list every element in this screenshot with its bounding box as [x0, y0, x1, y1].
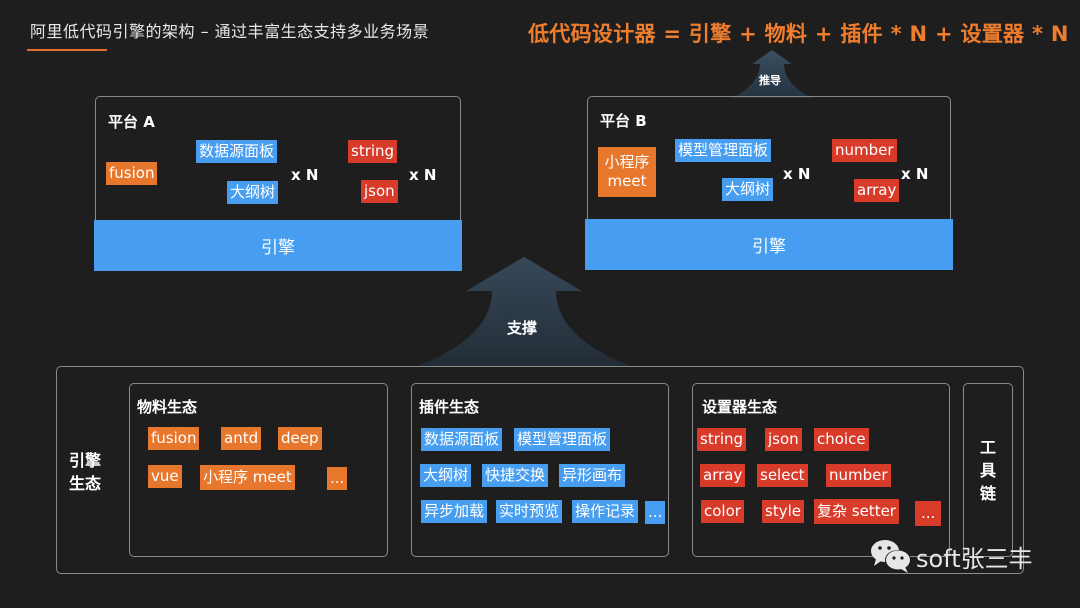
engine-ecosystem-panel [56, 366, 1024, 574]
material-tag: vue [148, 465, 182, 488]
platform-b-plugin-tag: 模型管理面板 [675, 139, 772, 162]
plugin-tag: 异形画布 [559, 464, 626, 487]
engine-ecosystem-label-line1: 引擎 [69, 451, 102, 470]
platform-b-material-line1: 小程序 [604, 152, 650, 171]
engine-ecosystem-label-line2: 生态 [69, 474, 102, 494]
material-tag: antd [221, 427, 262, 450]
plugin-tag: 数据源面板 [421, 428, 503, 451]
support-label: 支撑 [507, 319, 538, 337]
platform-a-setter-tag: string [348, 140, 398, 163]
setter-tag: choice [814, 428, 869, 451]
platform-a-setter-tag: json [361, 180, 398, 203]
derive-label: 推导 [759, 74, 781, 87]
platform-a-setters-multiplier: x N [409, 166, 437, 184]
platform-a-title: 平台 A [108, 113, 155, 131]
platform-a-plugin-tag: 大纲树 [227, 181, 279, 204]
setter-tag: string [697, 428, 747, 451]
material-tag: 小程序 meet [200, 465, 295, 490]
toolchain-char: 链 [980, 484, 997, 504]
platform-b-material-tag: 小程序 meet [598, 147, 656, 197]
platform-b-title: 平台 B [600, 112, 647, 130]
material-tag: fusion [148, 427, 200, 450]
wechat-icon [871, 540, 911, 573]
toolchain-panel [963, 383, 1013, 557]
platform-b-setter-tag: number [832, 139, 897, 162]
plugin-tag: 模型管理面板 [514, 428, 611, 451]
setter-more-tag: ... [915, 501, 942, 526]
setter-tag: number [826, 464, 891, 487]
setter-tag: select [757, 464, 808, 487]
materials-ecosystem-title: 物料生态 [137, 398, 198, 416]
setter-tag: json [765, 428, 802, 451]
plugin-tag: 异步加载 [421, 500, 488, 523]
engine-ecosystem-label: 引擎 生态 [69, 449, 101, 495]
watermark: soft张三丰 [868, 538, 1033, 574]
platform-a-plugin-tag: 数据源面板 [196, 140, 278, 163]
toolchain-label: 工 具 链 [980, 436, 996, 506]
material-tag: deep [278, 427, 322, 450]
toolchain-char: 工 [980, 438, 997, 457]
derive-arrow: 推导 [726, 50, 818, 98]
material-more-tag: ... [327, 467, 348, 490]
platform-b-engine: 引擎 [585, 219, 953, 270]
plugin-tag: 大纲树 [420, 464, 472, 487]
materials-ecosystem-panel [129, 383, 388, 557]
setter-tag: 复杂 setter [814, 499, 899, 524]
platform-a-material-tag: fusion [106, 162, 158, 185]
page-title: 阿里低代码引擎的架构 – 通过丰富生态支持多业务场景 [30, 22, 430, 41]
platform-b-setter-tag: array [854, 179, 900, 202]
watermark-text: soft张三丰 [916, 544, 1033, 573]
platform-a-plugins-multiplier: x N [291, 166, 319, 184]
formula-heading: 低代码设计器 = 引擎 + 物料 + 插件 * N + 设置器 * N [528, 22, 1069, 46]
plugin-more-tag: ... [645, 501, 666, 524]
platform-b-plugins-multiplier: x N [783, 165, 811, 183]
plugins-ecosystem-panel [411, 383, 669, 557]
setter-tag: array [700, 464, 746, 487]
setters-ecosystem-title: 设置器生态 [702, 398, 778, 416]
setters-ecosystem-panel [692, 383, 950, 557]
setter-tag: style [762, 500, 804, 523]
platform-b-setters-multiplier: x N [901, 165, 929, 183]
plugin-tag: 操作记录 [572, 500, 639, 523]
plugin-tag: 快捷交换 [482, 464, 549, 487]
platform-b-plugin-tag: 大纲树 [722, 178, 774, 201]
platform-b-material-line2: meet [607, 172, 647, 190]
support-arrow: 支撑 [416, 257, 632, 367]
platform-a-engine: 引擎 [94, 220, 462, 271]
title-underline [27, 49, 107, 51]
plugins-ecosystem-title: 插件生态 [419, 398, 480, 416]
setter-tag: color [701, 500, 744, 523]
toolchain-char: 具 [980, 461, 997, 481]
plugin-tag: 实时预览 [496, 500, 563, 523]
